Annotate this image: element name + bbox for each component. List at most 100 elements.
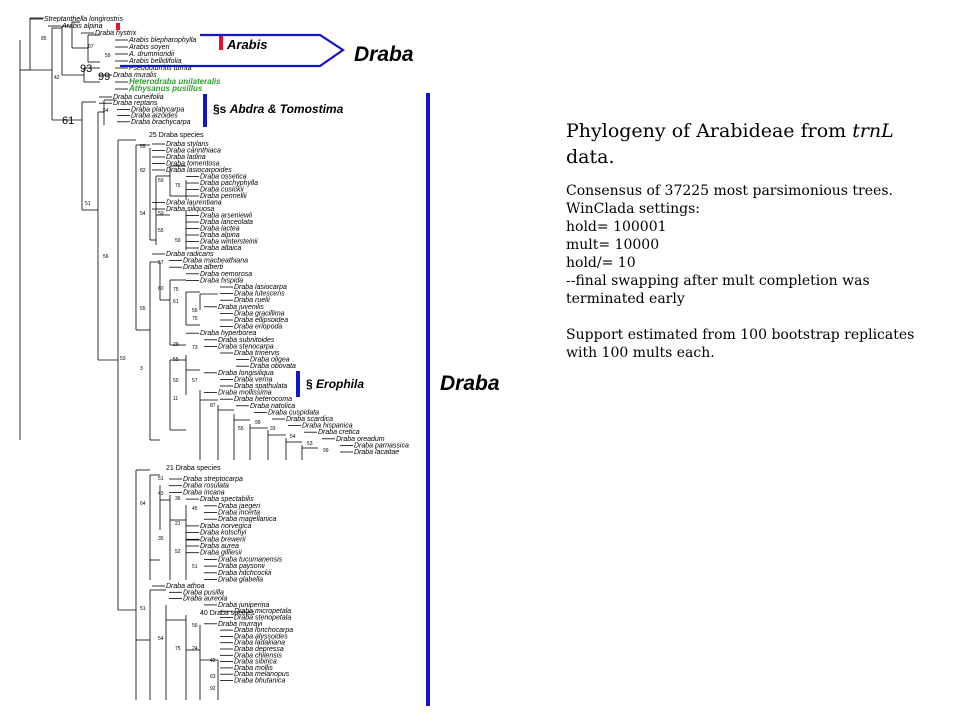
- taxon-label: Draba oligea: [250, 357, 290, 364]
- support-value: 64: [140, 501, 146, 507]
- support-value: 55: [238, 426, 244, 432]
- taxon-label: Draba spectabilis: [200, 496, 254, 503]
- taxon-label: Draba tucumanensis: [218, 556, 283, 563]
- taxon-label: Draba stylaris: [166, 141, 209, 148]
- taxon-label: Draba norvegica: [200, 523, 251, 530]
- support-value: 82: [140, 168, 146, 174]
- taxon-label: Draba cuspidata: [268, 409, 319, 416]
- support-value: 59: [105, 53, 111, 59]
- taxon-label: Draba incerta: [218, 510, 260, 517]
- support-value: 56: [192, 623, 198, 629]
- support-value: 55: [158, 228, 164, 234]
- taxon-label: Draba natolica: [250, 403, 295, 410]
- taxon-label: Draba heterocoma: [234, 396, 292, 403]
- taxon-label: Draba alberti: [183, 264, 224, 271]
- caption-final-swap: --final swapping after mult completion w…: [566, 273, 870, 307]
- support-value: 29: [173, 342, 179, 348]
- arabis-red-bar: [219, 36, 223, 50]
- taxon-label: Draba chilensis: [234, 652, 282, 659]
- taxon-label: Arabis blepharophylla: [128, 37, 196, 44]
- support-value: 99: [323, 448, 329, 454]
- taxon-label: Draba magellanica: [218, 516, 276, 523]
- taxon-label: Draba subnitoides: [218, 337, 275, 344]
- taxon-label: Draba melanopus: [234, 671, 290, 678]
- support-value: 92: [210, 686, 216, 692]
- support-value: 54: [103, 108, 109, 114]
- taxon-label: Draba platycarpa: [131, 106, 184, 113]
- taxon-label: Draba scardica: [286, 416, 333, 423]
- support-value: 52: [175, 549, 181, 555]
- support-value: 53: [120, 356, 126, 362]
- taxon-label: Draba lasiocarpoides: [166, 167, 232, 174]
- taxon-label: Draba hispanica: [302, 423, 353, 430]
- taxon-label: Draba lonchocarpa: [234, 627, 293, 634]
- clade-brackets: Arabis Draba §s Abdra & Tomostima § Erop…: [116, 23, 500, 706]
- erophila-label: § Erophila: [306, 377, 364, 391]
- support-value: 55: [173, 357, 179, 363]
- group-label-21: 21 Draba species: [166, 465, 221, 472]
- taxon-label: Draba lutescens: [234, 291, 285, 298]
- support-value: 35: [158, 536, 164, 542]
- taxon-label: Draba brachycarpa: [131, 119, 191, 126]
- taxon-label: Draba mollis: [234, 665, 273, 672]
- group-labels: 25 Draba species 21 Draba species 40 Dra…: [149, 132, 255, 617]
- taxon-label: Draba aureola: [183, 596, 227, 603]
- taxon-label: Draba ladina: [166, 154, 206, 161]
- support-value: 53: [307, 441, 313, 447]
- taxon-label: Draba athoa: [166, 583, 205, 590]
- taxon-label: Draba micropetala: [234, 608, 291, 615]
- support-value: 51: [158, 476, 164, 482]
- taxon-label: Draba ossetica: [200, 174, 247, 181]
- taxon-label: Draba aurea: [200, 543, 239, 550]
- taxon-label: Draba muralis: [113, 72, 157, 79]
- support-value: 75: [175, 183, 181, 189]
- draba-top-label: Draba: [354, 43, 414, 66]
- support-value: 42: [210, 658, 216, 664]
- taxon-label: A. drummondii: [128, 51, 175, 58]
- support-value: 75: [175, 646, 181, 652]
- taxon-label: Draba aizoides: [131, 113, 178, 120]
- support-value: 75: [192, 316, 198, 322]
- taxon-label: Draba hispida: [200, 277, 243, 284]
- support-value: 87: [210, 403, 216, 409]
- taxon-label: Draba gilliesii: [200, 550, 242, 557]
- support-value-large: 61: [62, 115, 74, 127]
- taxon-label: Heterodraba unilateralis: [129, 77, 221, 86]
- taxon-label: Draba kotschyi: [200, 530, 247, 537]
- taxon-label: Arabis alpina: [61, 23, 103, 30]
- trnl-gene-name: trnL: [852, 120, 894, 142]
- support-value: 3: [140, 366, 143, 372]
- taxon-label: Draba incana: [183, 489, 225, 496]
- support-value: 45: [192, 506, 198, 512]
- support-value: 59: [175, 238, 181, 244]
- taxon-label: Draba stenocarpa: [218, 343, 274, 350]
- taxon-label: Draba stenopetala: [234, 615, 291, 622]
- taxon-label: Draba cretica: [318, 429, 360, 436]
- taxon-label: Draba paysonii: [218, 563, 265, 570]
- support-value: 99: [255, 420, 261, 426]
- support-value: 54: [290, 434, 296, 440]
- taxon-label: Draba lanceolata: [200, 219, 253, 226]
- taxon-label: Draba lasiocarpa: [234, 284, 287, 291]
- support-value: 54: [158, 636, 164, 642]
- support-value: 73: [192, 345, 198, 351]
- arabis-alpina-red-marker: [116, 23, 120, 30]
- support-value: 55: [140, 306, 146, 312]
- support-value: 50: [173, 378, 179, 384]
- taxon-label: Draba obovata: [250, 363, 296, 370]
- taxon-label: Draba murrayi: [218, 621, 263, 628]
- support-value: 85: [41, 36, 47, 42]
- taxon-label: Draba altaica: [200, 245, 241, 252]
- support-value: 57: [158, 260, 164, 266]
- support-value: 60: [158, 286, 164, 292]
- taxon-label: Draba pusilla: [183, 589, 224, 596]
- support-value-large: 99: [98, 71, 110, 83]
- support-value: 56: [103, 254, 109, 260]
- tree-branches: [19, 17, 353, 700]
- taxon-label: Draba depressa: [234, 646, 284, 653]
- taxon-label: Draba rosulata: [183, 483, 229, 490]
- taxon-label: Draba reptans: [113, 100, 158, 107]
- taxon-label: Draba cusickii: [200, 187, 244, 194]
